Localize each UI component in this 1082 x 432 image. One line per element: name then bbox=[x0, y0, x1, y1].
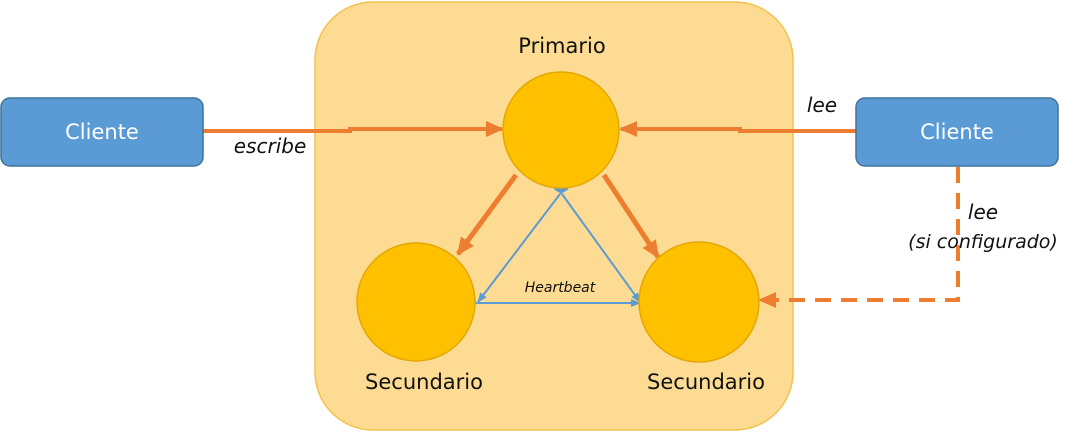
heartbeat-edge-primary-left bbox=[477, 184, 569, 303]
client-left-label: Cliente bbox=[65, 120, 139, 144]
heartbeat-edge-primary-right bbox=[553, 184, 641, 303]
replication-arrow-right bbox=[601, 173, 661, 259]
read-secondary-label-line1: lee bbox=[968, 200, 998, 224]
secondary-left-label: Secundario bbox=[365, 370, 483, 394]
write-arrow bbox=[203, 121, 504, 137]
write-label: escribe bbox=[234, 134, 307, 158]
read-label: lee bbox=[807, 93, 837, 117]
primary-label: Primario bbox=[518, 34, 605, 58]
secondary-right-label: Secundario bbox=[647, 370, 765, 394]
client-right-label: Cliente bbox=[920, 120, 994, 144]
heartbeat-label: Heartbeat bbox=[525, 280, 596, 296]
primary-node bbox=[502, 71, 620, 189]
client-left: Cliente bbox=[0, 97, 204, 167]
replication-arrow-left bbox=[455, 173, 519, 256]
replica-set-cluster bbox=[314, 1, 794, 431]
secondary-node-left bbox=[356, 242, 476, 362]
secondary-node-right bbox=[638, 241, 760, 363]
client-right: Cliente bbox=[855, 97, 1059, 167]
read-secondary-label-line2: (si configurado) bbox=[908, 231, 1058, 253]
read-arrow bbox=[619, 121, 856, 137]
read-secondary-arrow bbox=[758, 167, 960, 308]
